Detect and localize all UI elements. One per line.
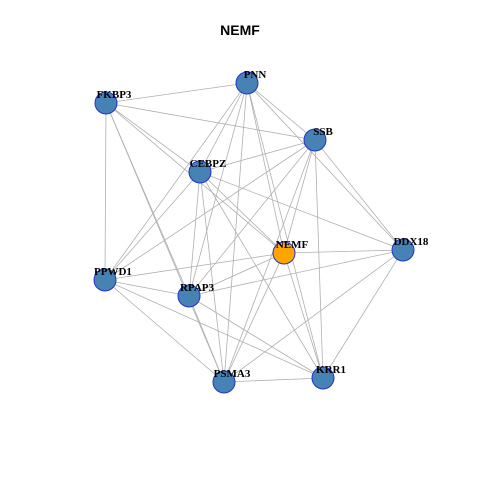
node-label-cebpz: CEBPZ <box>190 158 227 170</box>
node-ddx18[interactable] <box>391 238 415 262</box>
node-label-krr1: KRR1 <box>316 364 346 376</box>
graph-title: NEMF <box>220 22 260 38</box>
edge-ppwd1-rpap3 <box>104 279 190 297</box>
edge-nemf-ppwd1 <box>104 252 285 281</box>
edge-nemf-rpap3 <box>188 252 285 297</box>
edge-nemf-ddx18 <box>283 249 404 254</box>
edge-fkbp3-ssb <box>105 102 316 141</box>
edge-ppwd1-krr1 <box>104 279 324 379</box>
nodes-layer <box>93 71 415 394</box>
edge-cebpz-ddx18 <box>199 171 404 251</box>
edge-rpap3-krr1 <box>188 295 324 379</box>
edge-pnn-cebpz <box>199 82 248 173</box>
edge-ssb-ddx18 <box>314 139 404 251</box>
edge-pnn-ddx18 <box>246 82 404 251</box>
edge-nemf-psma3 <box>223 252 285 383</box>
node-krr1[interactable] <box>311 366 335 390</box>
edge-pnn-psma3 <box>223 82 248 383</box>
edge-ssb-ppwd1 <box>104 139 316 281</box>
edge-pnn-ppwd1 <box>104 82 248 281</box>
edge-fkbp3-ppwd1 <box>104 102 107 281</box>
edge-pnn-nemf <box>246 82 285 254</box>
node-cebpz[interactable] <box>188 160 212 184</box>
node-psma3[interactable] <box>212 370 236 394</box>
node-label-ssb: SSB <box>313 126 333 138</box>
node-label-pnn: PNN <box>244 69 267 81</box>
edge-ddx18-psma3 <box>223 249 404 383</box>
node-ppwd1[interactable] <box>93 268 117 292</box>
edge-fkbp3-cebpz <box>105 102 201 173</box>
node-pnn[interactable] <box>235 71 259 95</box>
node-ssb[interactable] <box>303 128 327 152</box>
edge-ddx18-krr1 <box>322 249 404 379</box>
edge-psma3-krr1 <box>223 377 324 383</box>
node-fkbp3[interactable] <box>94 91 118 115</box>
node-label-nemf: NEMF <box>276 239 309 251</box>
edge-cebpz-ppwd1 <box>104 171 201 281</box>
edge-pnn-fkbp3 <box>105 82 248 104</box>
edge-pnn-ssb <box>246 82 316 141</box>
node-nemf[interactable] <box>272 241 296 265</box>
edge-cebpz-rpap3 <box>188 171 201 297</box>
node-label-ppwd1: PPWD1 <box>94 266 132 278</box>
node-label-ddx18: DDX18 <box>394 236 429 248</box>
edge-cebpz-nemf <box>199 171 285 254</box>
node-label-psma3: PSMA3 <box>214 368 251 380</box>
node-rpap3[interactable] <box>177 284 201 308</box>
edge-ssb-krr1 <box>314 139 324 379</box>
edge-pnn-krr1 <box>246 82 324 379</box>
edges-layer <box>104 82 404 383</box>
edge-ssb-nemf <box>283 139 316 254</box>
edge-ssb-psma3 <box>223 139 316 383</box>
node-label-fkbp3: FKBP3 <box>97 89 132 101</box>
edge-fkbp3-psma3 <box>105 102 225 383</box>
edge-rpap3-psma3 <box>188 295 225 383</box>
edge-ssb-cebpz <box>199 139 316 173</box>
edge-ddx18-rpap3 <box>188 249 404 297</box>
edge-ssb-rpap3 <box>188 139 316 297</box>
edge-cebpz-psma3 <box>199 171 225 383</box>
edge-ppwd1-psma3 <box>104 279 225 383</box>
edge-cebpz-krr1 <box>199 171 324 379</box>
node-label-rpap3: RPAP3 <box>180 282 215 294</box>
